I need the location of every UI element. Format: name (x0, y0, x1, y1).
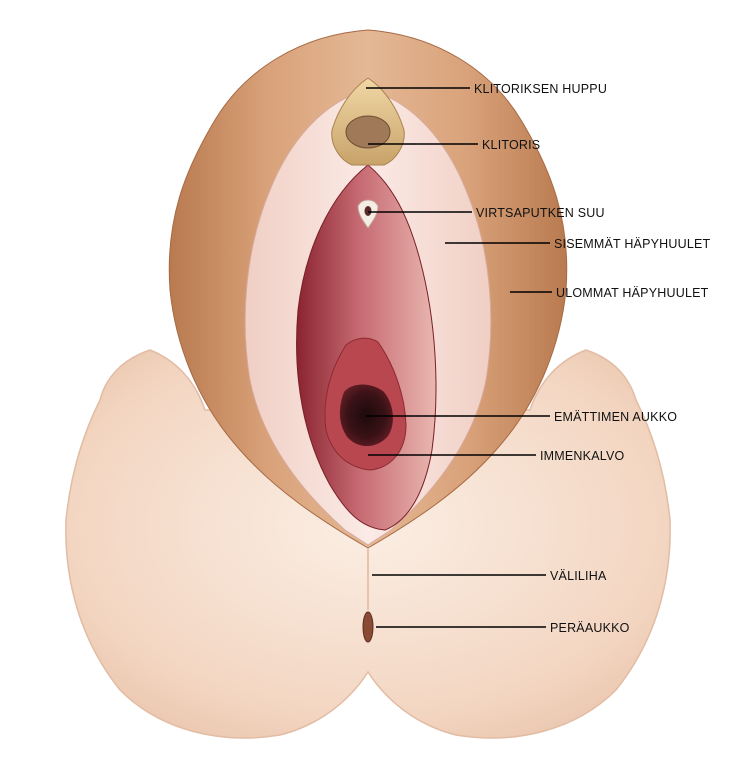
vaginal-opening-hole (339, 384, 393, 447)
label-perineum: VÄLILIHA (550, 569, 607, 583)
label-anus: PERÄAUKKO (550, 621, 630, 635)
label-vaginal-opening: EMÄTTIMEN AUKKO (554, 410, 678, 424)
label-clitoris: KLITORIS (482, 138, 541, 152)
anus (362, 611, 374, 643)
label-clitoral-hood: KLITORIKSEN HUPPU (474, 82, 608, 96)
clitoris (345, 115, 391, 149)
label-hymen: IMMENKALVO (540, 449, 625, 463)
label-inner-labia: SISEMMÄT HÄPYHUULET (554, 237, 711, 251)
leader-lines (366, 87, 552, 628)
label-urethral-opening: VIRTSAPUTKEN SUU (476, 206, 605, 220)
label-outer-labia: ULOMMAT HÄPYHUULET (556, 286, 709, 300)
